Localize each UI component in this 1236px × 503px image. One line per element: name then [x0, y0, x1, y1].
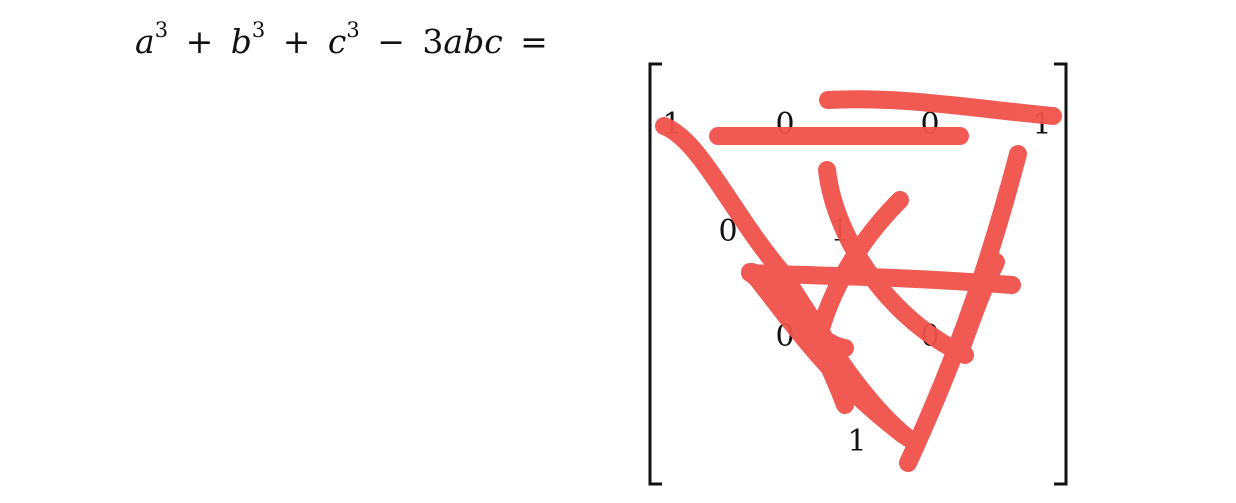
- var-a: a: [135, 22, 155, 61]
- exp-a: 3: [154, 18, 169, 42]
- scribble-overlay: [655, 90, 1062, 472]
- minus: −: [377, 22, 405, 61]
- scribble-stroke: [899, 145, 1027, 472]
- plus-1: +: [185, 22, 214, 61]
- scribble-strokes: [655, 90, 1062, 472]
- coef-3: 3: [422, 22, 444, 61]
- plus-2: +: [282, 22, 311, 61]
- matrix-entry: 0: [718, 214, 738, 249]
- scribble-stroke: [809, 191, 909, 349]
- matrix-brackets: [648, 62, 1068, 486]
- scribble-stroke: [951, 253, 1005, 361]
- matrix-entry: 1: [847, 424, 867, 459]
- matrix: 1 0 0 1 0 1 0 0 1: [640, 60, 1070, 490]
- scribble-stroke: [819, 90, 1062, 125]
- scribble-stroke: [781, 276, 854, 414]
- scribble-stroke: [818, 161, 974, 364]
- exp-c: 3: [346, 18, 360, 42]
- var-c: c: [327, 22, 347, 61]
- var-b: b: [230, 22, 252, 61]
- equation: a3 + b3 + c3 − 3abc =: [135, 18, 555, 61]
- var-abc: abc: [443, 22, 503, 61]
- equals: =: [520, 22, 548, 61]
- exp-b: 3: [251, 18, 266, 42]
